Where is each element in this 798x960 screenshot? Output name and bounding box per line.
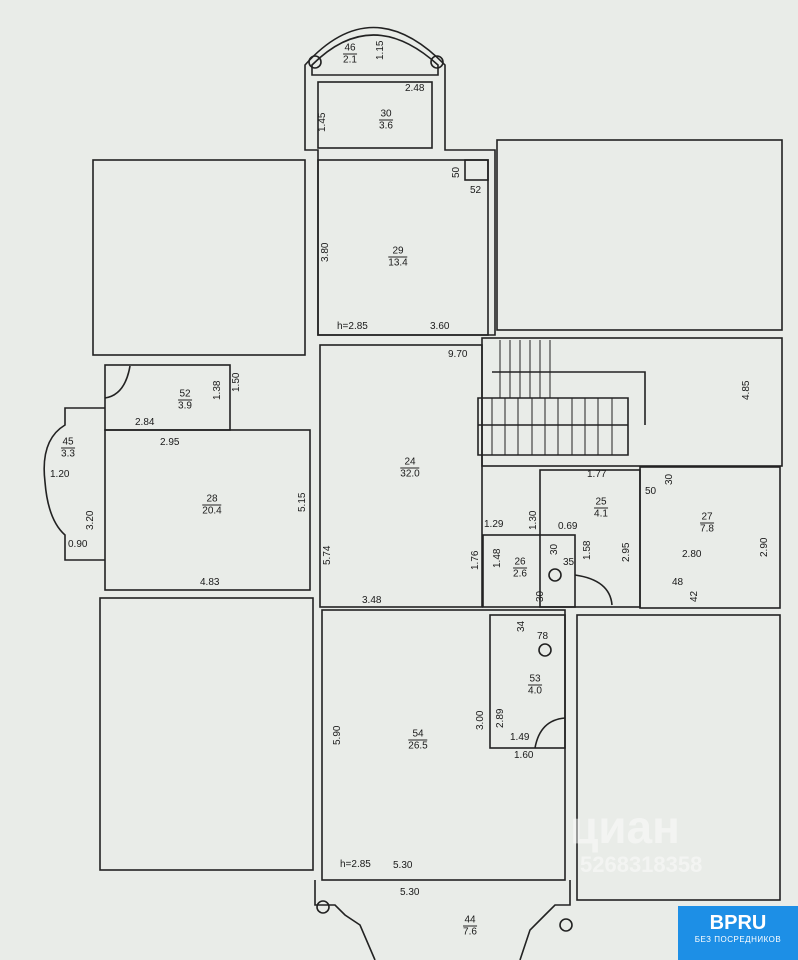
- room-27-outline: [639, 466, 781, 609]
- dim-label: 2.48: [405, 83, 425, 94]
- dim-label: 1.77: [587, 469, 607, 480]
- room-29-outline: [317, 159, 489, 336]
- watermark-phone: 5268318358: [580, 852, 703, 877]
- dim-label: 5.90: [332, 725, 343, 745]
- dim-label: 2.90: [759, 537, 770, 557]
- dim-label: 3.20: [85, 510, 96, 530]
- dim-label: 1.49: [510, 732, 530, 743]
- dim-label: 0.90: [68, 539, 88, 550]
- lower-left-block: [99, 597, 314, 871]
- dim-label: 2.95: [621, 542, 632, 562]
- bpru-logo: BPRU: [709, 912, 767, 934]
- dim-label: 52: [470, 185, 482, 196]
- upper-right-block: [496, 139, 783, 331]
- dim-label: 1.58: [582, 540, 593, 560]
- dim-label: 3.80: [320, 242, 331, 262]
- arch-inner: [311, 34, 439, 76]
- dim-label: 30: [535, 590, 546, 602]
- dim-label: 30: [549, 543, 560, 555]
- room-44-bay: [314, 880, 571, 960]
- dim-label: 1.29: [484, 519, 504, 530]
- dim-label: 1.45: [317, 112, 328, 132]
- dim-label: 2.80: [682, 549, 702, 560]
- dim-label: 3.48: [362, 595, 382, 606]
- dim-label: 5.30: [393, 860, 413, 871]
- bpru-tagline: БЕЗ ПОСРЕДНИКОВ: [694, 935, 782, 944]
- dim-label: 1.30: [528, 510, 539, 530]
- dim-label: 30: [664, 473, 675, 485]
- dim-label: 3.60: [430, 321, 450, 332]
- dim-label: 0.69: [558, 521, 578, 532]
- stair-area: [481, 337, 783, 467]
- room-45-bay: [43, 407, 105, 561]
- dim-label: 50: [645, 486, 657, 497]
- dim-label: 3.00: [475, 710, 486, 730]
- dim-label: 48: [672, 577, 684, 588]
- dim-label: 1.20: [50, 469, 70, 480]
- dim-label: 5.74: [322, 545, 333, 565]
- dim-label: 35: [563, 557, 575, 568]
- room-54-outline: [321, 609, 566, 881]
- room-24-outline: [319, 344, 483, 608]
- dim-label: 34: [516, 620, 527, 632]
- dim-label: 50: [451, 166, 462, 178]
- dim-label: 5.15: [297, 492, 308, 512]
- dim-label: 2.84: [135, 417, 155, 428]
- dim-label: 2.95: [160, 437, 180, 448]
- dim-label: h=2.85: [340, 859, 371, 870]
- upper-left-block: [92, 159, 306, 356]
- dim-label: 2.89: [495, 708, 506, 728]
- room-53-outline: [489, 614, 566, 749]
- top-bay-arch: [304, 26, 496, 336]
- dim-label: 1.60: [514, 750, 534, 761]
- dim-label: 4.83: [200, 577, 220, 588]
- dim-label: 1.38: [212, 380, 223, 400]
- room-25-outline: [539, 469, 641, 608]
- watermark-brand: циан: [570, 801, 680, 853]
- dim-label: 42: [689, 590, 700, 602]
- dim-label: 1.15: [375, 40, 386, 60]
- dim-label: 1.76: [470, 550, 481, 570]
- dim-label: 4.85: [741, 380, 752, 400]
- dim-label: 9.70: [448, 349, 468, 360]
- dim-label: h=2.85: [337, 321, 368, 332]
- dim-label: 5.30: [400, 887, 420, 898]
- room-28-outline: [104, 429, 311, 591]
- dim-label: 1.48: [492, 548, 503, 568]
- room-30-outline: [317, 81, 433, 149]
- bpru-badge: BPRU БЕЗ ПОСРЕДНИКОВ: [678, 906, 798, 960]
- room-26-outline: [482, 534, 576, 608]
- dim-label: 1.50: [231, 372, 242, 392]
- lower-right-block: [576, 614, 781, 901]
- dim-label: 78: [537, 631, 549, 642]
